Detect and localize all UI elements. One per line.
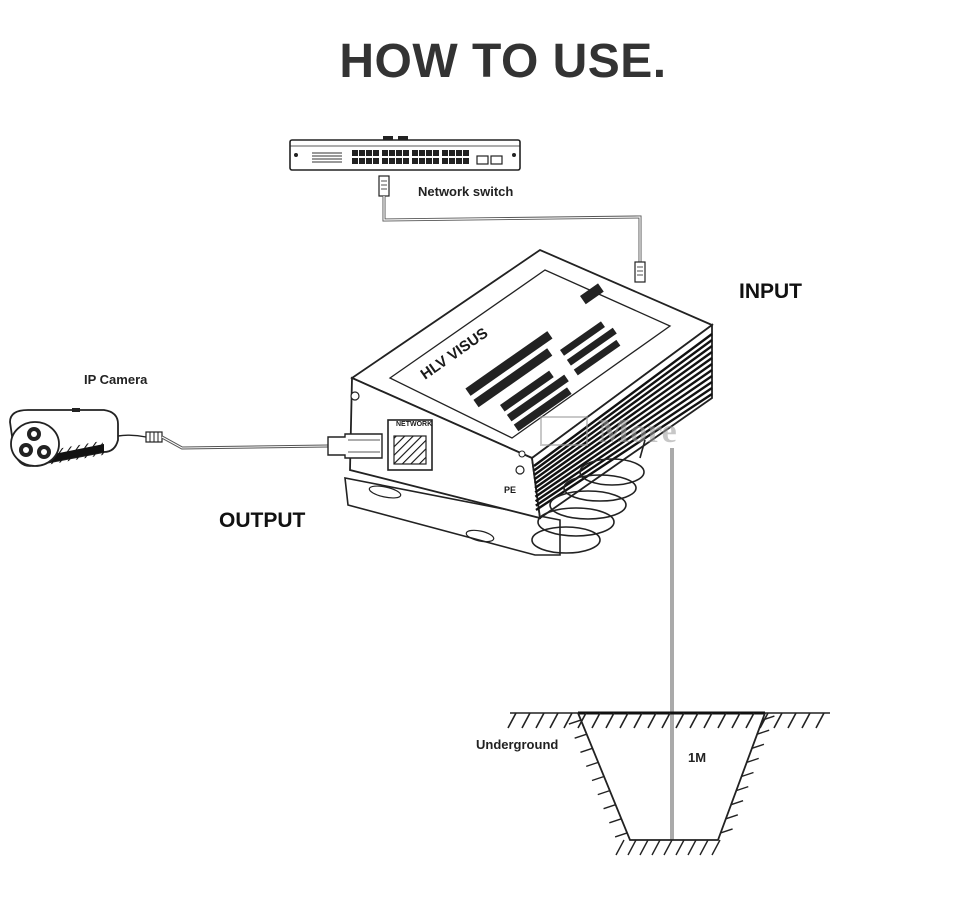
output-cable bbox=[161, 433, 383, 459]
output-label: OUTPUT bbox=[219, 509, 306, 532]
port-label: NETWORK bbox=[396, 421, 432, 428]
ip-camera-icon bbox=[9, 408, 163, 467]
depth-label: 1M bbox=[688, 750, 707, 765]
page-title: HOW TO USE. bbox=[339, 35, 667, 88]
watermark-logo-icon bbox=[540, 416, 588, 446]
input-label: INPUT bbox=[739, 280, 802, 303]
ip-camera-label: IP Camera bbox=[84, 372, 148, 387]
network-switch-label: Network switch bbox=[418, 184, 514, 199]
ground-pit-icon bbox=[507, 711, 830, 856]
pe-label: PE bbox=[504, 485, 516, 495]
watermark-text: More bbox=[598, 413, 677, 450]
surge-protector-icon: NETWORK PE HLV VISUS bbox=[344, 248, 714, 556]
underground-label: Underground bbox=[476, 737, 559, 752]
network-switch-icon bbox=[289, 136, 521, 171]
input-cable bbox=[378, 175, 646, 283]
